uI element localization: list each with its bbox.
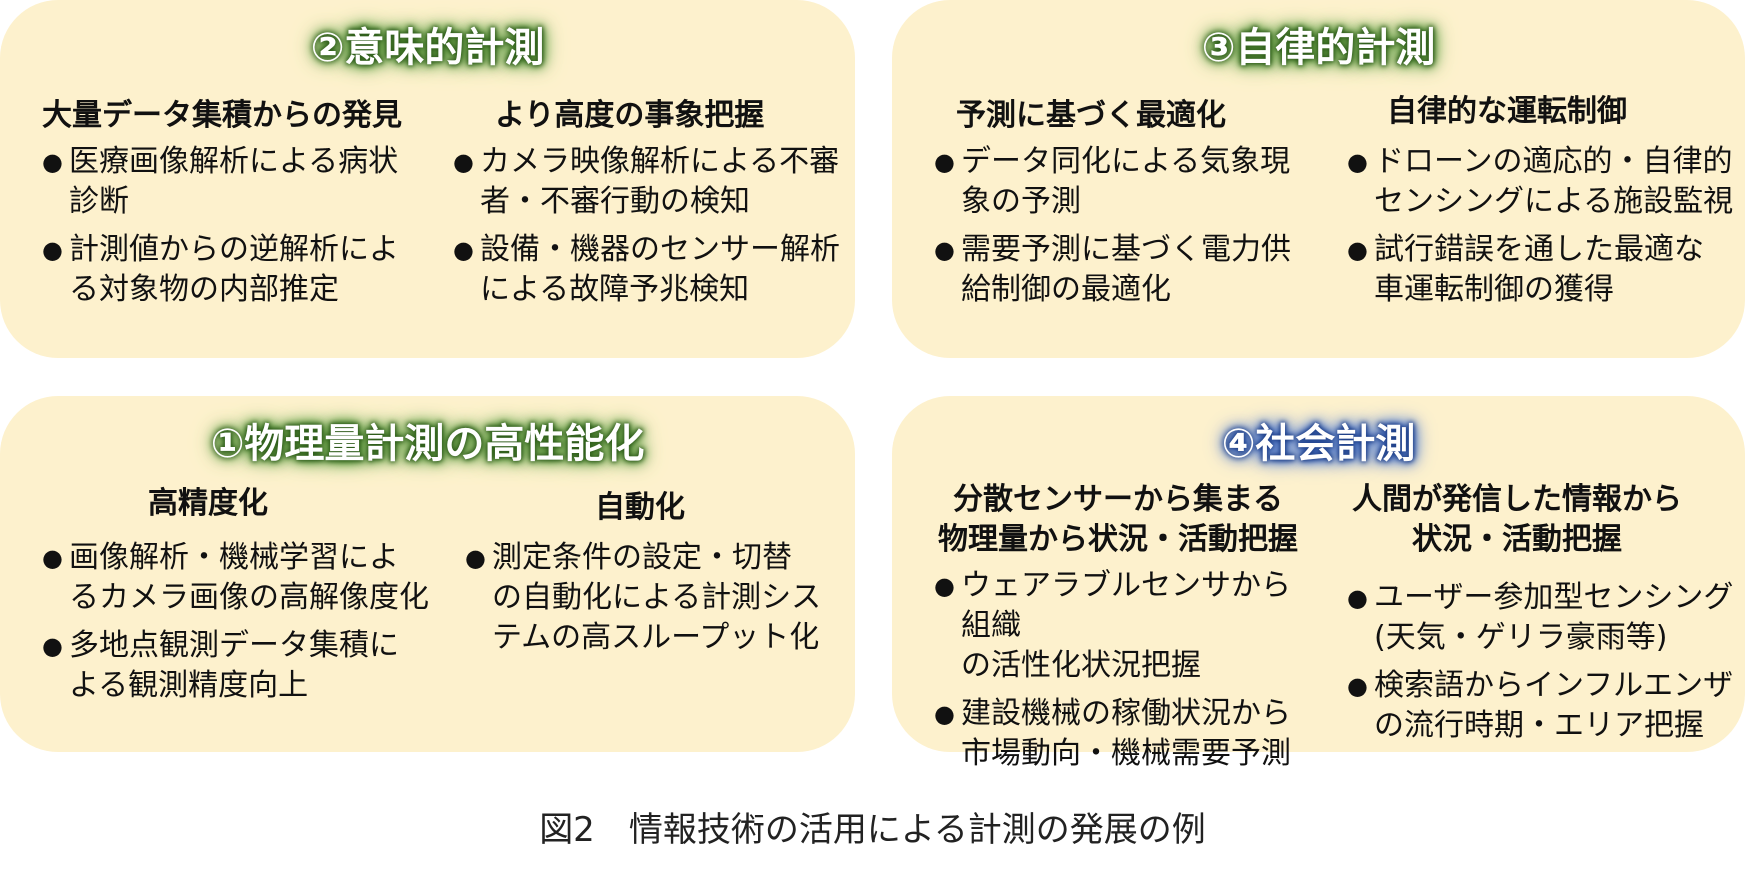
item-text: 設備・機器のセンサー解析 による故障予兆検知 [480,232,840,307]
item-text: 検索語からインフルエンザ の流行時期・エリア把握 [1374,668,1734,743]
column-heading-line1: 分散センサーから集まる [953,482,1283,517]
column-heading-line1: 人間が発信した情報から [1352,482,1682,517]
item-text: 建設機械の稼働状況から 市場動向・機械需要予測 [961,696,1291,771]
panel-title: ①物理量計測の高性能化 [210,421,645,467]
list-item: ● データ同化による気象現 象の予測 [934,142,1319,222]
column-distributed-sensors: 分散センサーから集まる 物理量から状況・活動把握 ● ウェアラブルセンサから組織… [918,480,1318,782]
list-item: ● 建設機械の稼働状況から 市場動向・機械需要予測 [918,694,1318,774]
bullet-icon: ● [934,700,955,728]
column-autonomous-control: 自律的な運転制御 ● ドローンの適応的・自律的 センシングによる施設監視 ● 試… [1347,92,1742,318]
column-heading-line2: 状況・活動把握 [1412,522,1622,557]
list-item: ● カメラ映像解析による不審 者・不審行動の検知 [453,142,843,222]
list-item: ● 画像解析・機械学習によ るカメラ画像の高解像度化 [42,538,442,618]
bullet-icon: ● [934,148,955,176]
item-text: 画像解析・機械学習によ るカメラ画像の高解像度化 [69,540,429,615]
figure-caption: 図2 情報技術の活用による計測の発展の例 [539,810,1206,850]
bullet-icon: ● [934,236,955,264]
list-item: ● 医療画像解析による病状 診断 [42,142,432,222]
item-text: データ同化による気象現 象の予測 [961,144,1291,219]
bullet-icon: ● [934,572,955,600]
column-heading: 自動化 [595,490,685,525]
column-heading: より高度の事象把握 [495,98,765,133]
bullet-icon: ● [42,148,63,176]
column-prediction-optimization: 予測に基づく最適化 ● データ同化による気象現 象の予測 ● 需要予測に基づく電… [934,96,1319,318]
bullet-icon: ● [465,544,486,572]
list-item: ● 設備・機器のセンサー解析 による故障予兆検知 [453,230,843,310]
item-text: ユーザー参加型センシング (天気・ゲリラ豪雨等) [1374,580,1734,655]
list-item: ● ドローンの適応的・自律的 センシングによる施設監視 [1347,142,1742,222]
bullet-icon: ● [1347,672,1368,700]
panel-social-measurement: ④社会計測 分散センサーから集まる 物理量から状況・活動把握 ● ウェアラブルセ… [892,396,1745,771]
panel-title: ④社会計測 [1221,421,1416,467]
bullet-icon: ● [42,544,63,572]
list-item: ● ウェアラブルセンサから組織 の活性化状況把握 [918,566,1318,686]
panel-physical-measurement: ①物理量計測の高性能化 高精度化 ● 画像解析・機械学習によ るカメラ画像の高解… [0,396,855,752]
item-text: 医療画像解析による病状 診断 [69,144,399,219]
list-item: ● 需要予測に基づく電力供 給制御の最適化 [934,230,1319,310]
panel-semantic-measurement: ②意味的計測 大量データ集積からの発見 ● 医療画像解析による病状 診断 ● 計… [0,0,855,358]
column-heading: 予測に基づく最適化 [956,98,1226,133]
list-item: ● 検索語からインフルエンザ の流行時期・エリア把握 [1347,666,1742,746]
bullet-icon: ● [1347,236,1368,264]
list-item: ● 多地点観測データ集積に よる観測精度向上 [42,626,442,706]
list-item: ● ユーザー参加型センシング (天気・ゲリラ豪雨等) [1347,578,1742,658]
column-high-precision: 高精度化 ● 画像解析・機械学習によ るカメラ画像の高解像度化 ● 多地点観測デ… [42,484,442,714]
item-text: 計測値からの逆解析によ る対象物の内部推定 [69,232,399,307]
column-heading: 自律的な運転制御 [1387,94,1627,129]
item-text: 多地点観測データ集積に よる観測精度向上 [69,628,399,703]
bullet-icon: ● [453,148,474,176]
column-heading: 高精度化 [148,486,268,521]
panel-title: ③自律的計測 [1201,25,1436,71]
list-item: ● 計測値からの逆解析によ る対象物の内部推定 [42,230,432,310]
panel-autonomous-measurement: ③自律的計測 予測に基づく最適化 ● データ同化による気象現 象の予測 ● 需要… [892,0,1745,358]
item-text: ウェアラブルセンサから組織 の活性化状況把握 [961,568,1291,683]
bullet-icon: ● [1347,148,1368,176]
panel-title: ②意味的計測 [310,25,545,71]
list-item: ● 試行錯誤を通した最適な 車運転制御の獲得 [1347,230,1742,310]
bullet-icon: ● [42,632,63,660]
item-text: カメラ映像解析による不審 者・不審行動の検知 [480,144,840,219]
bullet-icon: ● [453,236,474,264]
column-human-information: 人間が発信した情報から 状況・活動把握 ● ユーザー参加型センシング (天気・ゲ… [1347,480,1742,754]
column-advanced-grasp: より高度の事象把握 ● カメラ映像解析による不審 者・不審行動の検知 ● 設備・… [453,96,843,318]
item-text: ドローンの適応的・自律的 センシングによる施設監視 [1374,144,1734,219]
item-text: 試行錯誤を通した最適な 車運転制御の獲得 [1374,232,1704,307]
item-text: 需要予測に基づく電力供 給制御の最適化 [961,232,1291,307]
list-item: ● 測定条件の設定・切替 の自動化による計測シス テムの高スループット化 [465,538,845,658]
bullet-icon: ● [42,236,63,264]
column-discovery: 大量データ集積からの発見 ● 医療画像解析による病状 診断 ● 計測値からの逆解… [42,96,432,318]
item-text: 測定条件の設定・切替 の自動化による計測シス テムの高スループット化 [492,540,822,655]
column-automation: 自動化 ● 測定条件の設定・切替 の自動化による計測シス テムの高スループット化 [465,488,845,666]
bullet-icon: ● [1347,584,1368,612]
column-heading-line2: 物理量から状況・活動把握 [938,522,1298,557]
column-heading: 大量データ集積からの発見 [42,98,402,133]
